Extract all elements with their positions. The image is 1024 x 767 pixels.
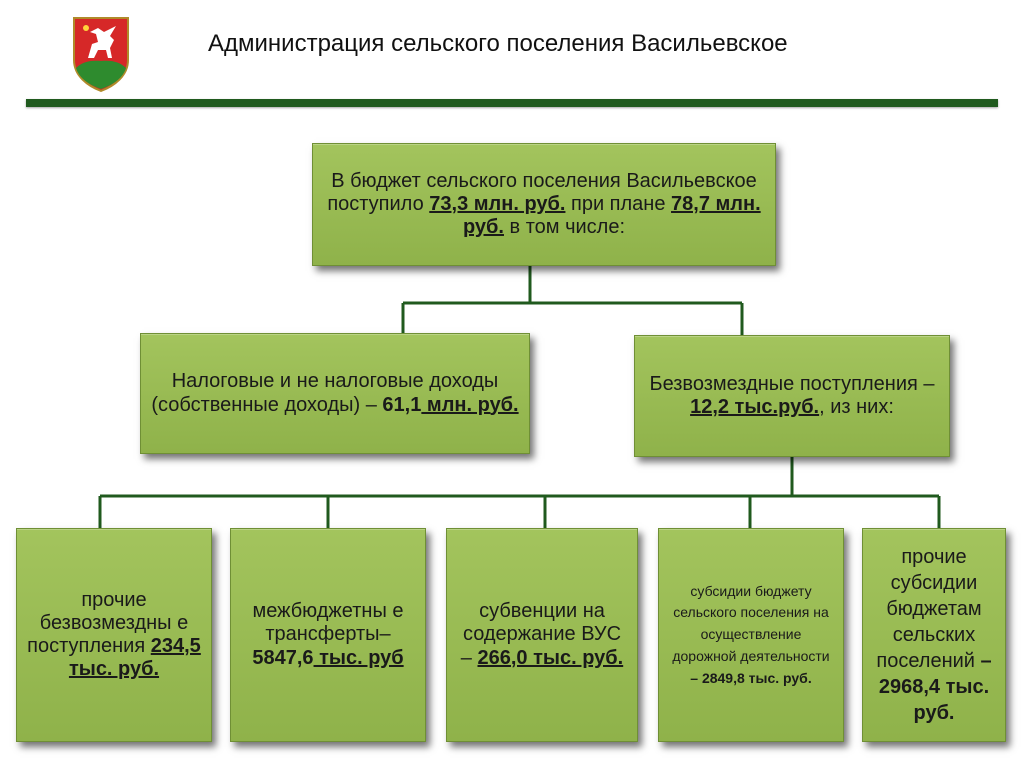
- road-subsidies-box: субсидии бюджету сельского поселения на …: [658, 528, 844, 742]
- own-income-unit: млн. руб.: [421, 393, 519, 416]
- subventions-vus-amount: 266,0 тыс. руб.: [477, 646, 624, 669]
- other-gratuitous-receipts-box: прочие безвозмездны е поступления 234,5 …: [16, 528, 212, 742]
- road-subsidies-text: субсидии бюджету сельского поселения на …: [672, 582, 830, 664]
- page-title: Администрация сельского поселения Василь…: [208, 30, 788, 57]
- gratuitous-receipts-box: Безвозмездные поступления – 12,2 тыс.руб…: [634, 335, 950, 457]
- gratuitous-receipts-amount: 12,2 тыс.руб.: [690, 396, 820, 418]
- other-subsidies-text: прочие субсидии бюджетам сельских поселе…: [876, 546, 982, 672]
- other-subsidies-amount: – 2968,4 тыс. руб.: [878, 650, 992, 724]
- coat-of-arms-icon: [68, 14, 134, 94]
- gratuitous-receipts-text: Безвозмездные поступления –: [649, 372, 935, 395]
- interbudget-transfers-text: межбюджетны е трансферты–: [252, 600, 404, 646]
- header-divider: [26, 99, 998, 107]
- subventions-vus-box: субвенции на содержание ВУС – 266,0 тыс.…: [446, 528, 638, 742]
- other-gratuitous-receipts-amount: 234,5 тыс. руб.: [68, 635, 201, 681]
- own-income-text: Налоговые и не налоговые доходы (собстве…: [151, 370, 499, 416]
- total-budget-text: В бюджет сельского поселения Васильевско…: [327, 169, 757, 215]
- interbudget-transfers-amount: 5847,6: [252, 646, 314, 669]
- other-subsidies-box: прочие субсидии бюджетам сельских поселе…: [862, 528, 1006, 742]
- total-budget-text-tail: в том числе:: [503, 216, 626, 239]
- road-subsidies-amount: – 2849,8 тыс. руб.: [690, 669, 812, 686]
- own-income-box: Налоговые и не налоговые доходы (собстве…: [140, 333, 530, 454]
- other-gratuitous-receipts-text: прочие безвозмездны е поступления: [27, 588, 189, 657]
- interbudget-transfers-unit: тыс. руб: [313, 646, 404, 669]
- total-budget-text-plan: при плане: [565, 192, 672, 215]
- interbudget-transfers-box: межбюджетны е трансферты– 5847,6 тыс. ру…: [230, 528, 426, 742]
- gratuitous-receipts-tail: , из них:: [819, 396, 894, 418]
- total-budget-box: В бюджет сельского поселения Васильевско…: [312, 143, 776, 266]
- subventions-vus-text: субвенции на содержание ВУС –: [460, 600, 622, 669]
- total-planned-amount: 78,7 млн. руб.: [462, 192, 761, 239]
- total-received-amount: 73,3 млн. руб.: [429, 192, 566, 215]
- own-income-amount: 61,1: [382, 393, 422, 416]
